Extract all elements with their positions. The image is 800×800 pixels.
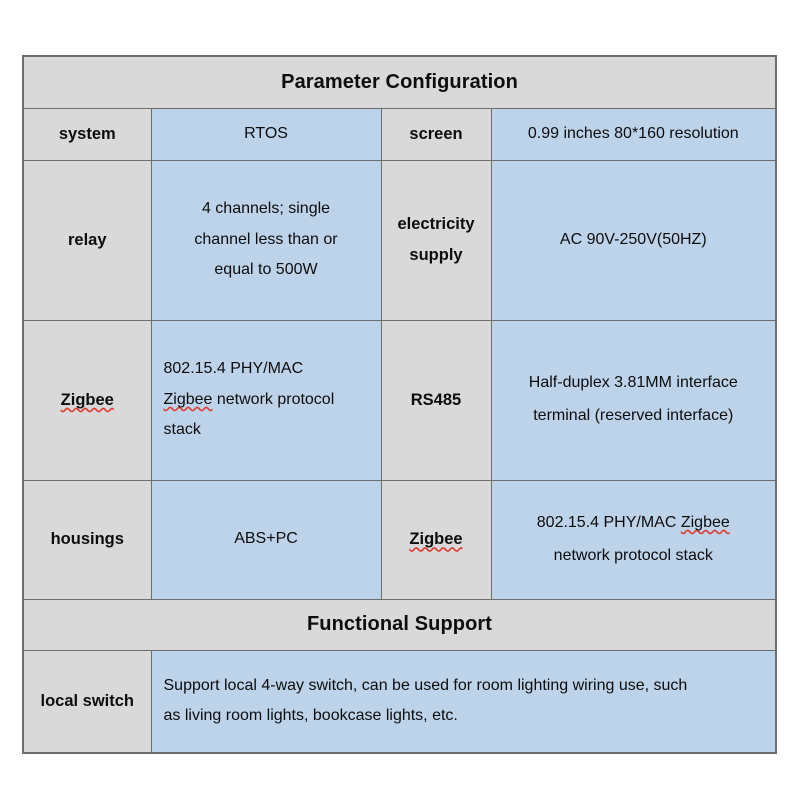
zigbee-label-text-secondary: Zigbee [409,530,463,549]
row-label-electricity-supply: electricity supply [380,159,492,321]
row-label-system: system [22,107,152,161]
relay-line-3: equal to 500W [214,261,318,279]
row-value-zigbee: 802.15.4 PHY/MAC Zigbee network protocol… [150,319,382,481]
zigbee-line-2: Zigbee network protocol [164,385,373,415]
row-value-housings: ABS+PC [150,479,382,600]
row-value-system: RTOS [150,107,382,161]
row-label-zigbee-secondary: Zigbee [380,479,492,600]
row-value-relay: 4 channels; single channel less than or … [150,159,382,321]
row-label-screen: screen [380,107,492,161]
section-header-functional-support: Functional Support [22,598,777,651]
table-row-system: system RTOS screen 0.99 inches 80*160 re… [22,107,777,161]
row-value-electricity-supply: AC 90V-250V(50HZ) [490,159,777,321]
row-value-screen: 0.99 inches 80*160 resolution [490,107,777,161]
zigbee-word-secondary: Zigbee [680,513,730,531]
row-label-relay: relay [22,159,152,321]
table-row-zigbee: Zigbee 802.15.4 PHY/MAC Zigbee network p… [22,319,777,481]
table-row-local-switch: local switch Support local 4-way switch,… [22,649,777,754]
housing-zigbee-line-2: network protocol stack [553,546,713,564]
table-row-band-parameter-configuration: Parameter Configuration [22,55,777,109]
electricity-line-2: supply [409,246,463,264]
row-value-rs485: Half-duplex 3.81MM interface terminal (r… [490,319,777,481]
table-row-relay: relay 4 channels; single channel less th… [22,159,777,321]
local-switch-line-2: as living room lights, bookcase lights, … [163,707,458,725]
relay-line-1: 4 channels; single [201,200,331,218]
row-label-local-switch: local switch [22,649,152,754]
rs485-line-2: terminal (reserved interface) [533,407,734,424]
rs485-line-1: Half-duplex 3.81MM interface [528,374,738,392]
table-row-band-functional-support: Functional Support [22,598,777,651]
row-value-zigbee-secondary: 802.15.4 PHY/MAC Zigbee network protocol… [490,479,777,600]
row-label-rs485: RS485 [380,319,492,481]
zigbee-line-3: stack [163,421,201,439]
table-row-housings: housings ABS+PC Zigbee 802.15.4 PHY/MAC … [22,479,777,600]
specification-table-container: Parameter Configuration system RTOS scre… [22,55,778,754]
zigbee-label-text: Zigbee [60,390,114,409]
housing-zigbee-line-1: 802.15.4 PHY/MAC Zigbee [500,507,768,540]
local-switch-line-1: Support local 4-way switch, can be used … [163,676,688,694]
relay-line-2: channel less than or [194,230,338,248]
zigbee-line-1: 802.15.4 PHY/MAC [163,360,304,378]
housing-zigbee-line-1-prefix: 802.15.4 PHY/MAC [536,513,681,531]
row-value-local-switch: Support local 4-way switch, can be used … [150,649,777,754]
section-header-parameter-configuration: Parameter Configuration [22,55,777,109]
zigbee-line-2-rest: network protocol [212,390,335,408]
specification-table: Parameter Configuration system RTOS scre… [22,55,778,754]
electricity-line-1: electricity [397,215,475,234]
row-label-housings: housings [22,479,152,600]
row-label-zigbee: Zigbee [22,319,152,481]
zigbee-word: Zigbee [163,390,213,408]
